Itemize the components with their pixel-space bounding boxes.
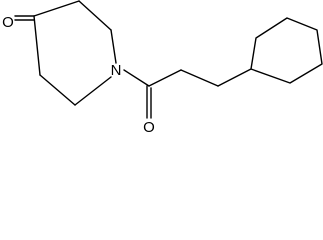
- piperidinone-ring: [33, 0, 117, 106]
- atom-label-amide-oxygen: O: [143, 119, 155, 136]
- bond-ch2-ch2: [180, 69, 219, 87]
- amide-carbonyl-double-bond: [146, 85, 152, 119]
- bond-c4-c3a: [33, 0, 80, 17]
- bond-c3b-c4: [33, 15, 41, 76]
- bond-c2b-c3b: [39, 74, 76, 106]
- bond-carbonyl-ch2: [148, 69, 182, 87]
- atom-label-nitrogen: N: [111, 62, 122, 79]
- bond-n-carbonyl: [123, 69, 150, 87]
- chemical-structure-diagram: O N O: [2, 0, 323, 136]
- propanoyl-chain: [123, 68, 252, 87]
- bond-n-c2b: [74, 76, 112, 106]
- bond-c3a-c2a: [78, 0, 112, 31]
- bond-ch2-cyclohexyl: [217, 68, 252, 87]
- atom-label-ketone-oxygen: O: [2, 14, 14, 31]
- cyclohexane-ring: [250, 17, 323, 84]
- ring-ketone-double-bond: [14, 15, 35, 21]
- bond-c2a-n: [110, 29, 117, 64]
